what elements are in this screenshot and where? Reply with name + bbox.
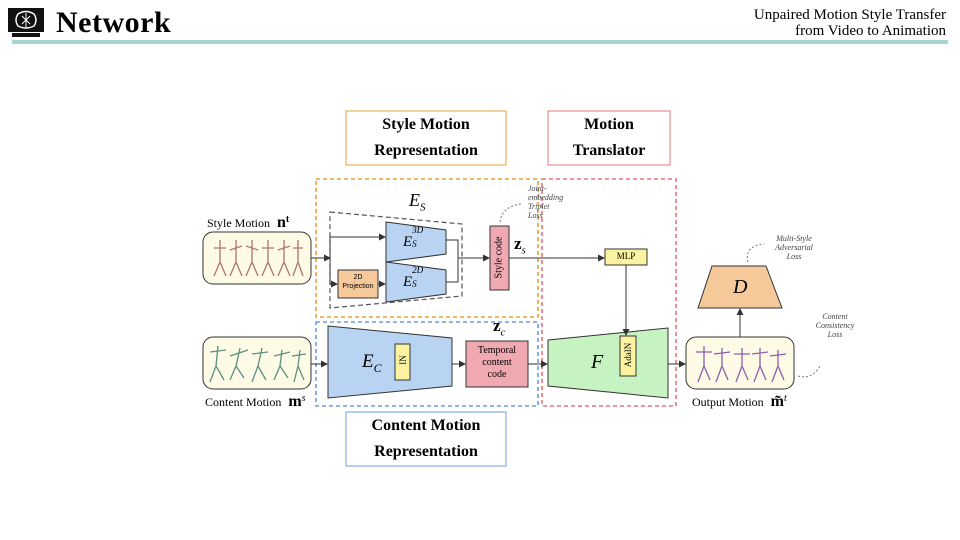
joint-loss-line-4: Loss	[528, 211, 543, 220]
adv-loss-line-1: Multi-Style	[776, 234, 812, 243]
content-motion-symbol: m	[288, 393, 302, 410]
content-rep-line-2: Representation	[374, 443, 478, 460]
temporal-code-label: Temporal content code	[466, 345, 528, 381]
temporal-line-3: code	[487, 369, 507, 380]
output-skeletons	[696, 346, 787, 383]
style-motion-sup: t	[285, 214, 290, 225]
ec-encoder	[327, 325, 453, 399]
cons-loss-line-2: Consistency	[815, 321, 855, 330]
header-divider	[12, 40, 948, 44]
d-label: D	[733, 276, 748, 298]
d-discriminator	[697, 265, 783, 309]
joint-loss-line-2: embedding	[528, 193, 564, 202]
style-motion-symbol: n	[277, 214, 286, 231]
style-rep-line-2: Representation	[374, 142, 478, 159]
es3d-letter: E	[403, 234, 413, 250]
joint-loss-label: Joint- embedding Triplet Loss	[528, 184, 563, 220]
adv-loss-line-3: Loss	[786, 252, 802, 261]
output-motion-text: Output Motion	[692, 395, 764, 409]
content-rep-label: Content Motion Representation	[347, 413, 505, 465]
page-title: Network	[56, 6, 172, 39]
style-rep-box	[345, 110, 507, 166]
consistency-loss-label: Content Consistency Loss	[806, 312, 864, 339]
es3d-label: E 3D S	[403, 225, 428, 251]
style-code-label: Style code	[493, 236, 505, 279]
adv-loss-line-2: Adversarial	[775, 243, 813, 252]
zs-letter: z	[514, 234, 522, 253]
style-rep-label: Style Motion Representation	[347, 112, 505, 164]
temporal-line-1: Temporal	[477, 345, 517, 356]
content-rep-box	[345, 411, 507, 467]
projection-line-1: 2D	[353, 274, 363, 281]
projection-label: 2D Projection	[338, 273, 378, 291]
es3d-sup: 3D	[412, 225, 424, 235]
ec-sub: C	[373, 360, 382, 375]
subtitle-line-2: from Video to Animation	[795, 23, 946, 39]
cons-loss-line-1: Content	[822, 312, 848, 321]
zc-letter: z	[493, 316, 501, 335]
content-motion-label: Content Motion ms	[205, 393, 306, 411]
style-skeletons	[213, 240, 304, 277]
es2d-sub: S	[412, 279, 417, 289]
zc-label: zc	[493, 316, 505, 338]
es-sub: S	[420, 201, 426, 214]
output-motion-label: Output Motion m̃t	[692, 393, 787, 411]
style-motion-text: Style Motion	[207, 216, 271, 230]
subtitle-line-1: Unpaired Motion Style Transfer	[753, 7, 946, 23]
f-label: F	[591, 351, 604, 373]
output-motion-sup: t	[784, 393, 787, 404]
es2d-sup: 2D	[412, 265, 424, 275]
content-motion-panel	[202, 336, 312, 390]
translator-box	[547, 110, 671, 166]
zc-sub: c	[500, 326, 506, 339]
ec-label: EC	[362, 351, 382, 376]
temporal-code-box	[465, 340, 529, 388]
adain-label: AdaIN	[623, 342, 633, 368]
joint-loss-line-3: Triplet	[528, 202, 550, 211]
translator-line-2: Translator	[572, 142, 646, 159]
content-motion-sup: s	[301, 393, 306, 404]
translator-region	[541, 178, 677, 407]
in-box	[394, 343, 411, 381]
es2d-letter: E	[403, 274, 413, 290]
es2d-encoder	[385, 261, 447, 303]
f-decoder	[547, 327, 669, 399]
es-label: ES	[409, 190, 426, 214]
temporal-line-2: content	[482, 357, 512, 368]
zs-label: zs	[514, 234, 526, 256]
page-subtitle: Unpaired Motion Style Transfer from Vide…	[646, 7, 946, 39]
adain-box	[619, 335, 637, 377]
joint-loss-line-1: Joint-	[528, 184, 547, 193]
adversarial-loss-label: Multi-Style Adversarial Loss	[764, 234, 824, 261]
content-rep-line-1: Content Motion	[371, 417, 481, 434]
es3d-encoder	[385, 221, 447, 263]
content-skeletons	[209, 345, 307, 383]
projection-box	[337, 269, 379, 299]
es3d-sub: S	[412, 239, 417, 249]
style-motion-panel	[202, 231, 312, 285]
es2d-label: E 2D S	[403, 265, 428, 291]
style-region	[315, 178, 539, 318]
in-label: IN	[398, 355, 408, 365]
translator-line-1: Motion	[584, 116, 634, 133]
loss-connectors	[499, 203, 821, 378]
mlp-label: MLP	[616, 251, 636, 261]
content-motion-text: Content Motion	[205, 395, 282, 409]
projection-line-2: Projection	[342, 283, 374, 290]
zs-sub: s	[521, 244, 526, 257]
connection-arrows	[311, 233, 744, 368]
es-letter: E	[409, 190, 420, 210]
brain-logo-icon	[8, 8, 44, 38]
output-motion-symbol: m̃	[770, 393, 784, 410]
ec-letter: E	[362, 351, 374, 372]
style-rep-line-1: Style Motion	[382, 116, 470, 133]
style-motion-label: Style Motion nt	[207, 214, 289, 232]
cons-loss-line-3: Loss	[827, 330, 843, 339]
translator-label: Motion Translator	[549, 112, 669, 164]
